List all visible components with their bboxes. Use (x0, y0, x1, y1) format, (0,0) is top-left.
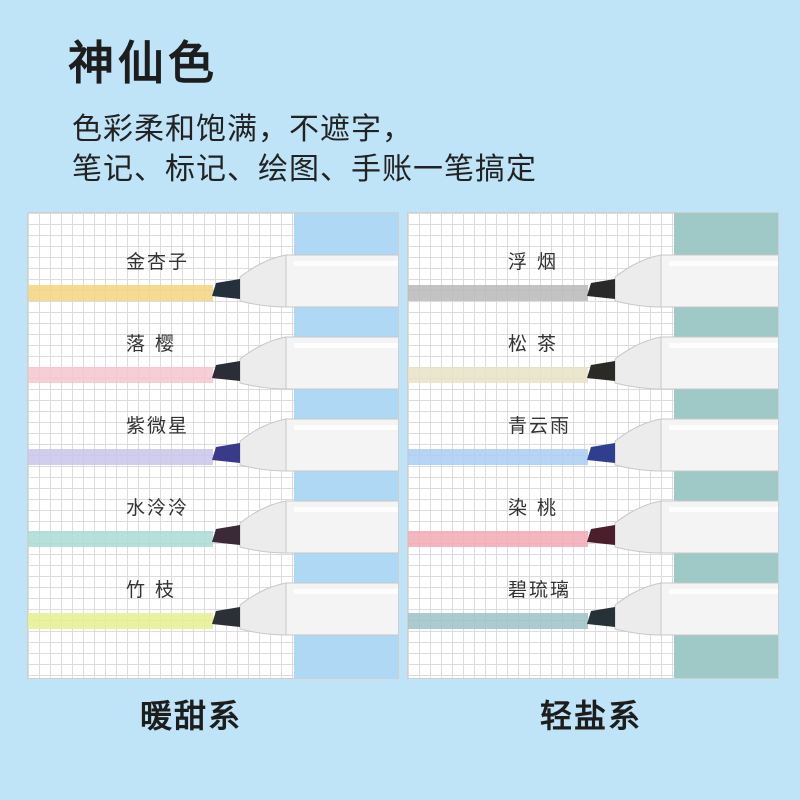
series-label-cool: 轻盐系 (540, 697, 643, 735)
ink-stroke (28, 531, 213, 547)
color-name: 金杏子 (126, 251, 190, 273)
chisel-tip (212, 607, 240, 627)
chisel-tip (587, 525, 615, 545)
pen-row: 松 茶 (408, 335, 778, 395)
ink-stroke (408, 531, 588, 547)
pen-row: 落 樱 (28, 335, 398, 395)
marker-pen (212, 254, 398, 308)
barrel-highlight (294, 425, 398, 430)
barrel-highlight (294, 589, 398, 594)
pen-nose (239, 254, 287, 308)
pen-row: 竹 枝 (28, 581, 398, 641)
pen-nose (614, 582, 662, 636)
ink-stroke (408, 367, 588, 383)
barrel-highlight (669, 261, 778, 266)
barrel-highlight (669, 507, 778, 512)
pen-row: 染 桃 (408, 499, 778, 559)
marker-pen (587, 336, 778, 390)
barrel-highlight (669, 343, 778, 348)
pen-nose (239, 418, 287, 472)
pen-row: 浮 烟 (408, 253, 778, 313)
ink-stroke (28, 285, 213, 301)
panel-warm: 金杏子落 樱紫微星水泠泠竹 枝 (27, 212, 399, 679)
pen-row: 金杏子 (28, 253, 398, 313)
color-name: 碧琉璃 (508, 579, 572, 601)
barrel-highlight (294, 343, 398, 348)
ink-stroke (408, 613, 588, 629)
color-name: 水泠泠 (126, 497, 190, 519)
barrel-highlight (294, 261, 398, 266)
pen-nose (239, 336, 287, 390)
ink-stroke (408, 285, 588, 301)
marker-pen (212, 336, 398, 390)
chisel-tip (212, 279, 240, 299)
chisel-tip (212, 525, 240, 545)
color-name: 松 茶 (508, 333, 559, 355)
ink-stroke (28, 449, 213, 465)
pen-nose (614, 500, 662, 554)
chisel-tip (212, 361, 240, 381)
chisel-tip (587, 443, 615, 463)
pen-nose (614, 254, 662, 308)
pen-row: 紫微星 (28, 417, 398, 477)
marker-pen (587, 254, 778, 308)
chisel-tip (587, 361, 615, 381)
color-name: 染 桃 (508, 497, 559, 519)
pen-nose (239, 500, 287, 554)
subline-2: 笔记、标记、绘图、手账一笔搞定 (72, 152, 537, 187)
chisel-tip (587, 279, 615, 299)
marker-pen (212, 500, 398, 554)
barrel-highlight (669, 589, 778, 594)
chisel-tip (212, 443, 240, 463)
barrel-highlight (669, 425, 778, 430)
pen-row: 碧琉璃 (408, 581, 778, 641)
marker-pen (212, 582, 398, 636)
ink-stroke (408, 449, 588, 465)
color-name: 青云雨 (508, 415, 572, 437)
marker-pen (212, 418, 398, 472)
pen-nose (614, 418, 662, 472)
ink-stroke (28, 613, 213, 629)
panel-cool: 浮 烟松 茶青云雨染 桃碧琉璃 (407, 212, 779, 679)
color-name: 浮 烟 (508, 251, 559, 273)
color-name: 紫微星 (126, 415, 190, 437)
marker-pen (587, 500, 778, 554)
pen-row: 水泠泠 (28, 499, 398, 559)
pen-row: 青云雨 (408, 417, 778, 477)
color-name: 落 樱 (126, 333, 177, 355)
barrel-highlight (294, 507, 398, 512)
headline: 神仙色 (68, 36, 218, 90)
chisel-tip (587, 607, 615, 627)
marker-pen (587, 582, 778, 636)
pen-nose (614, 336, 662, 390)
series-label-warm: 暖甜系 (140, 697, 243, 735)
color-name: 竹 枝 (126, 579, 177, 601)
subline-1: 色彩柔和饱满，不遮字， (72, 112, 413, 147)
ink-stroke (28, 367, 213, 383)
marker-pen (587, 418, 778, 472)
pen-nose (239, 582, 287, 636)
